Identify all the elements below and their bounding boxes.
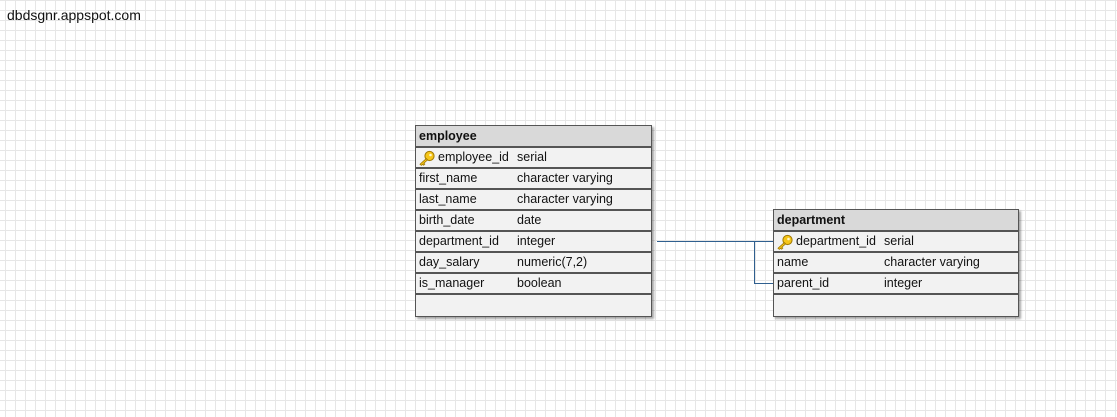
column-row-name[interactable]: name character varying: [774, 253, 1018, 274]
column-type: integer: [884, 276, 923, 290]
column-type: character varying: [517, 192, 613, 206]
watermark: dbdsgnr.appspot.com: [7, 7, 141, 23]
table-title[interactable]: employee: [416, 126, 651, 148]
column-name: name: [777, 255, 809, 269]
key-icon: [777, 234, 793, 250]
column-type: boolean: [517, 276, 562, 290]
table-employee[interactable]: employee employee_id serial first_name c…: [415, 125, 652, 317]
column-name: employee_id: [438, 150, 509, 164]
column-row-last-name[interactable]: last_name character varying: [416, 190, 651, 211]
column-type: serial: [517, 150, 547, 164]
table-title[interactable]: department: [774, 210, 1018, 232]
column-name: department_id: [796, 234, 876, 248]
column-name: parent_id: [777, 276, 830, 290]
column-row-department-id[interactable]: department_id serial: [774, 232, 1018, 253]
column-row-first-name[interactable]: first_name character varying: [416, 169, 651, 190]
column-name: last_name: [419, 192, 477, 206]
column-type: character varying: [884, 255, 980, 269]
column-row-day-salary[interactable]: day_salary numeric(7,2): [416, 253, 651, 274]
key-icon: [419, 150, 435, 166]
table-footer[interactable]: [774, 295, 1018, 316]
column-row-department-id[interactable]: department_id integer: [416, 232, 651, 253]
relationship-department-parent[interactable]: [754, 241, 775, 284]
column-name: is_manager: [419, 276, 485, 290]
column-name: department_id: [419, 234, 499, 248]
table-footer[interactable]: [416, 295, 651, 316]
column-type: numeric(7,2): [517, 255, 588, 269]
column-name: first_name: [419, 171, 478, 185]
column-type: serial: [884, 234, 914, 248]
column-row-birth-date[interactable]: birth_date date: [416, 211, 651, 232]
column-type: integer: [517, 234, 556, 248]
column-row-parent-id[interactable]: parent_id integer: [774, 274, 1018, 295]
table-department[interactable]: department department_id serial name cha…: [773, 209, 1019, 317]
column-type: date: [517, 213, 542, 227]
column-name: birth_date: [419, 213, 475, 227]
column-row-employee-id[interactable]: employee_id serial: [416, 148, 651, 169]
column-row-is-manager[interactable]: is_manager boolean: [416, 274, 651, 295]
column-type: character varying: [517, 171, 613, 185]
column-name: day_salary: [419, 255, 480, 269]
